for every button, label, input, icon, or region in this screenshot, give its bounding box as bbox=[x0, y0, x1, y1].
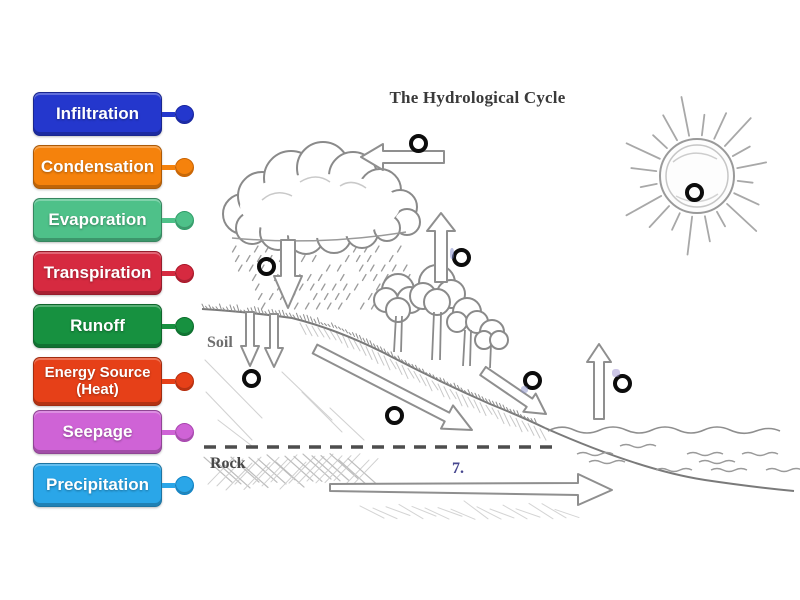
soil-label: Soil bbox=[207, 334, 233, 351]
water-sketch bbox=[547, 426, 800, 473]
label-connector-dot bbox=[175, 316, 194, 336]
label-connector-dot bbox=[175, 210, 194, 230]
label-connector-dot bbox=[175, 263, 194, 283]
label-button-infiltration[interactable]: Infiltration bbox=[33, 92, 162, 136]
label-text: Transpiration bbox=[43, 262, 152, 282]
rock-label: Rock bbox=[210, 455, 246, 472]
label-connector-stem bbox=[162, 270, 175, 276]
drop-zone-water-up-arrow[interactable] bbox=[612, 373, 632, 393]
groundwater-flow-arrow bbox=[329, 473, 613, 506]
label-connector-dot bbox=[175, 104, 194, 124]
label-infiltration[interactable]: Infiltration bbox=[33, 92, 194, 136]
label-runoff[interactable]: Runoff bbox=[33, 304, 194, 348]
label-button-condensation[interactable]: Condensation bbox=[33, 145, 162, 189]
runoff-slope-arrow bbox=[311, 343, 473, 431]
label-evaporation[interactable]: Evaporation bbox=[33, 198, 194, 242]
drop-zone-rain[interactable] bbox=[256, 256, 276, 276]
evaporation-up-arrow bbox=[586, 343, 612, 420]
infiltration-arrow-1 bbox=[240, 311, 260, 367]
drop-zone-soil-arrows[interactable] bbox=[241, 368, 261, 388]
faint-number-remnant bbox=[450, 248, 454, 259]
label-energy-source-heat[interactable]: Energy Source (Heat) bbox=[33, 357, 194, 406]
label-connector-stem bbox=[162, 379, 175, 384]
label-precipitation[interactable]: Precipitation bbox=[33, 463, 194, 507]
label-text: Runoff bbox=[70, 315, 125, 335]
label-text: Seepage bbox=[62, 421, 133, 441]
label-connector-dot bbox=[175, 157, 194, 177]
label-button-evaporation[interactable]: Evaporation bbox=[33, 198, 162, 242]
infiltration-arrow-2 bbox=[264, 313, 284, 368]
slope-shade-texture bbox=[299, 322, 547, 441]
label-condensation[interactable]: Condensation bbox=[33, 145, 194, 189]
label-connector-dot bbox=[175, 372, 194, 391]
cloud-sketch bbox=[222, 141, 421, 255]
rock-hatch-texture bbox=[203, 453, 580, 520]
label-connector-stem bbox=[162, 429, 175, 435]
seepage-shore-arrow bbox=[479, 365, 547, 415]
label-connector-dot bbox=[175, 422, 194, 442]
sun-sketch bbox=[625, 96, 768, 256]
transpiration-up-arrow bbox=[426, 212, 456, 283]
soil-hatch-texture bbox=[204, 359, 365, 447]
terrain-sketch bbox=[201, 303, 795, 492]
faint-number-remnant bbox=[521, 386, 528, 393]
label-text: Infiltration bbox=[55, 103, 140, 123]
drop-zone-sun[interactable] bbox=[684, 182, 704, 202]
precipitation-down-arrow bbox=[273, 239, 303, 309]
label-button-energy-source-heat[interactable]: Energy Source (Heat) bbox=[33, 357, 162, 406]
diagram-title: The Hydrological Cycle bbox=[389, 88, 566, 107]
drop-zone-shore-arrow[interactable] bbox=[522, 370, 542, 390]
label-connector-stem bbox=[162, 323, 175, 329]
condensation-transport-arrow bbox=[360, 143, 445, 171]
label-text: Condensation bbox=[40, 156, 155, 176]
label-text: Evaporation bbox=[48, 209, 147, 229]
faint-number-remnant bbox=[612, 369, 620, 377]
label-button-transpiration[interactable]: Transpiration bbox=[33, 251, 162, 295]
label-button-runoff[interactable]: Runoff bbox=[33, 304, 162, 348]
label-connector-stem bbox=[162, 164, 175, 170]
drop-zone-tree-up-arrow[interactable] bbox=[451, 247, 471, 267]
trees-sketch bbox=[373, 264, 509, 369]
drop-zone-transport-arrow[interactable] bbox=[408, 133, 428, 153]
label-connector-stem bbox=[162, 111, 175, 117]
label-connector-dot bbox=[175, 475, 194, 495]
label-text: Energy Source (Heat) bbox=[44, 364, 151, 398]
label-text: Precipitation bbox=[46, 474, 149, 494]
label-button-precipitation[interactable]: Precipitation bbox=[33, 463, 162, 507]
label-transpiration[interactable]: Transpiration bbox=[33, 251, 194, 295]
label-seepage[interactable]: Seepage bbox=[33, 410, 194, 454]
label-connector-stem bbox=[162, 217, 175, 223]
label-button-seepage[interactable]: Seepage bbox=[33, 410, 162, 454]
arrow-number-7: 7. bbox=[452, 460, 464, 477]
drop-zone-slope-arrow[interactable] bbox=[384, 405, 404, 425]
label-connector-stem bbox=[162, 482, 175, 488]
